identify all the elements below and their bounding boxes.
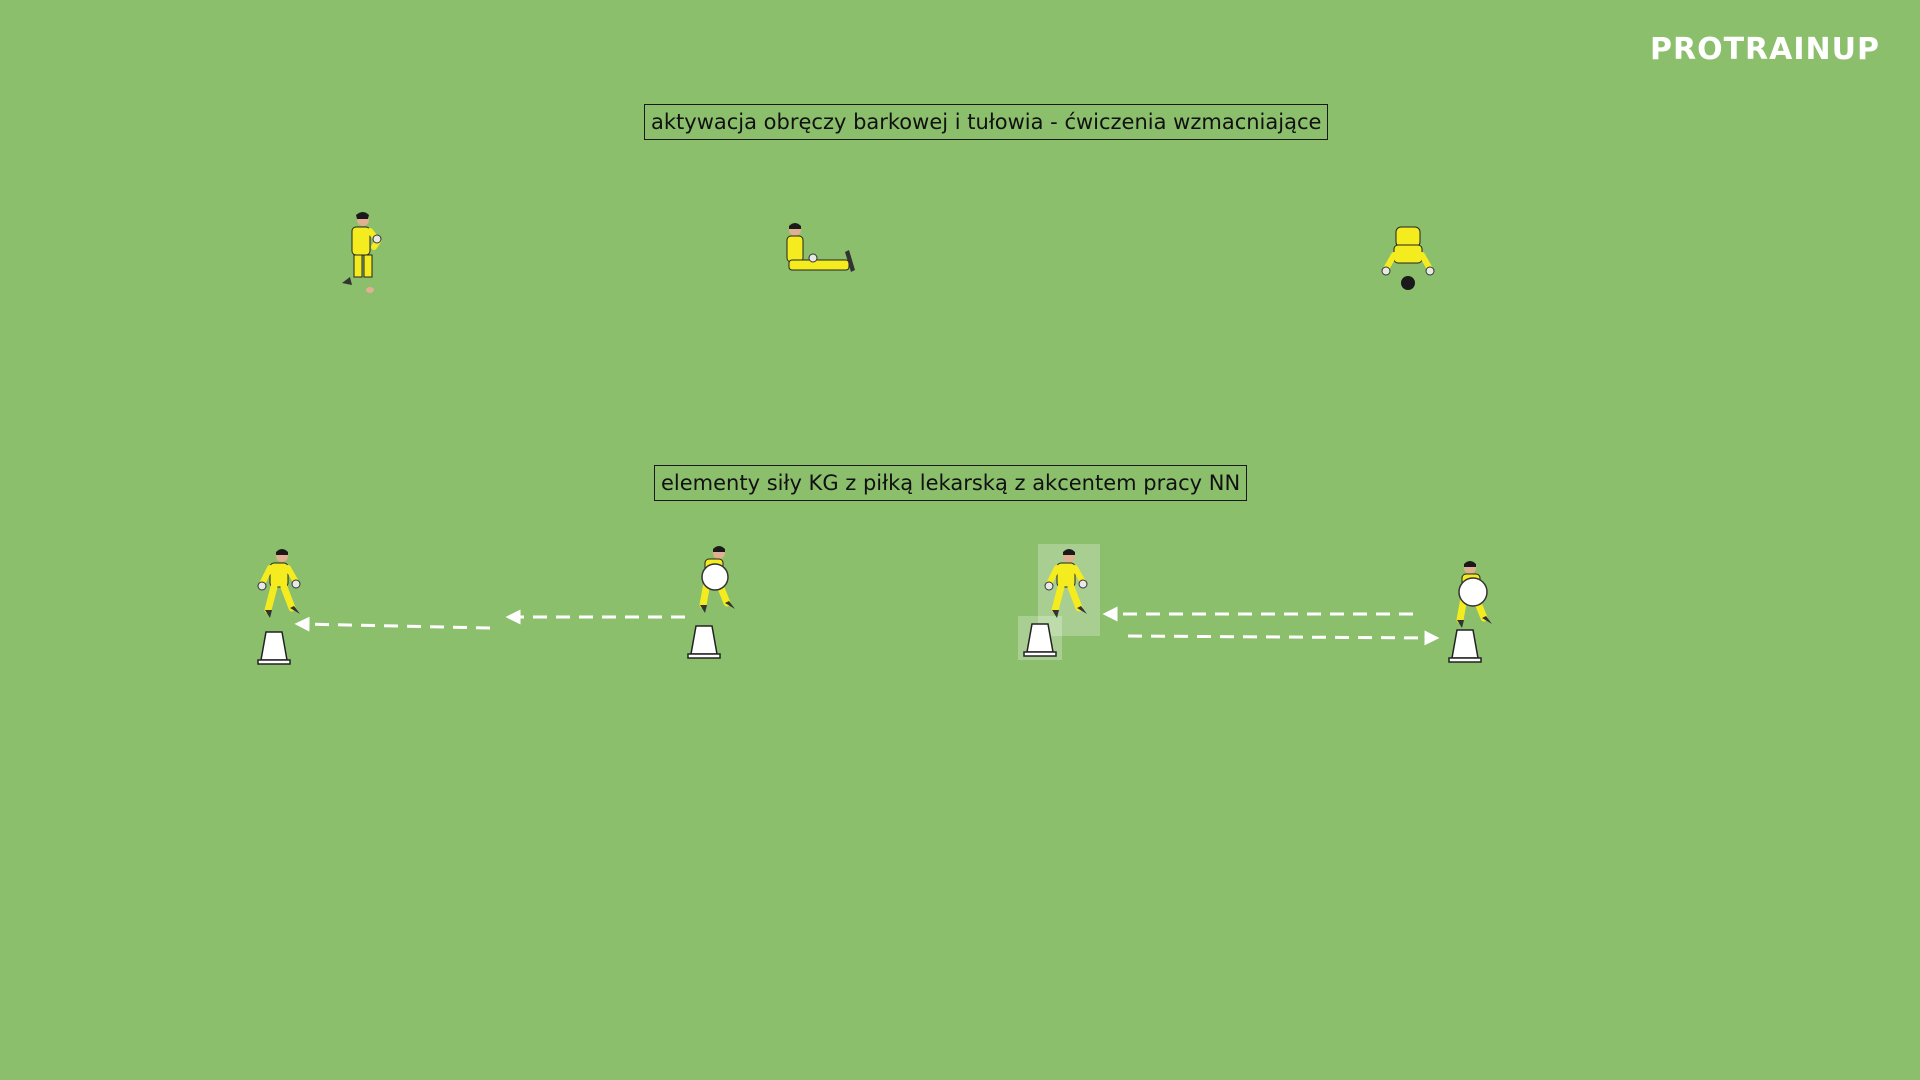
goalkeeper-sitting — [786, 223, 855, 272]
goalkeeper-plank — [1381, 226, 1435, 290]
cone-right-2 — [1448, 629, 1482, 663]
section-label-activation: aktywacja obręczy barkowej i tułowia - ć… — [644, 104, 1329, 140]
medicine-ball-icon — [701, 563, 729, 591]
goalkeeper-receiver-right — [1044, 549, 1088, 618]
goalkeeper-receiver-left — [257, 549, 301, 618]
goalkeeper-thrower-right — [1456, 561, 1492, 628]
section-label-strength: elementy siły KG z piłką lekarską z akce… — [654, 465, 1248, 501]
goalkeeper-thrower-left — [699, 546, 735, 613]
cone-left-1 — [257, 631, 291, 665]
cone-left-2 — [687, 625, 721, 659]
pass-arrow-left-2 — [294, 616, 491, 632]
brand-logo: PROTRAINUP — [1650, 32, 1880, 67]
goalkeeper-kneeling — [342, 212, 382, 293]
cone-right-1 — [1023, 623, 1057, 657]
pass-arrow-right-2 — [1127, 630, 1440, 646]
medicine-ball-icon — [1458, 577, 1488, 607]
